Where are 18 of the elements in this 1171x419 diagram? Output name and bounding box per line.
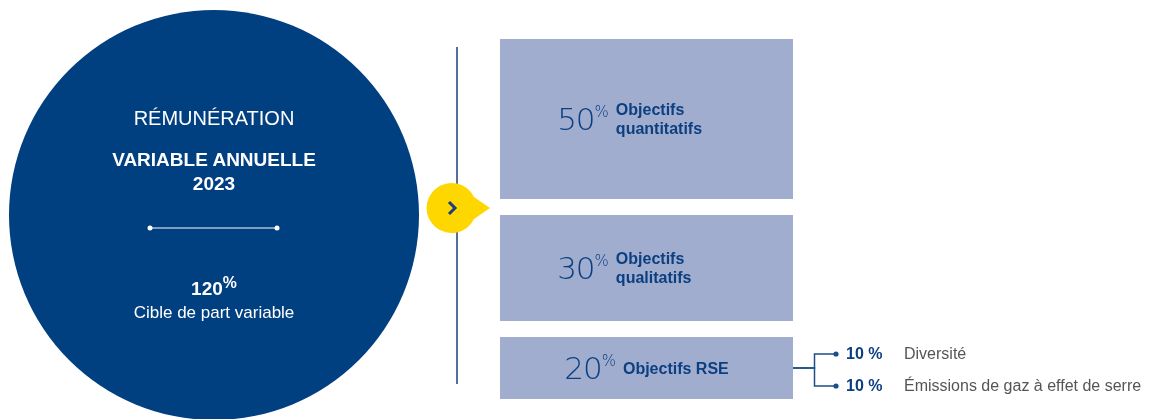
circle-text: VARIABLE ANNUELLE 2023 [111, 148, 317, 196]
connector-line [792, 367, 839, 389]
objective-label: Diversité [904, 345, 967, 363]
percentage: 10 % [846, 377, 884, 395]
objective-box [500, 39, 793, 199]
objective-label: Objectifs RSE [622, 358, 729, 378]
percentage: 10 % [846, 345, 884, 363]
objective-label: Émissions de gaz à effet de serre [904, 377, 1142, 395]
objective-label: Objectifs qualitatifs [615, 249, 693, 287]
objective-label: Objectifs quantitatifs [615, 100, 704, 138]
circle-text: Cible de part variable [133, 302, 295, 324]
circle-text: 120$^{%}$ [191, 273, 237, 302]
percentage: 50$^{%}$ [557, 101, 608, 137]
objective-box [500, 215, 793, 321]
objective-box [500, 337, 793, 399]
percentage: 30$^{%}$ [557, 250, 608, 286]
circle-text: RÉMUNÉRATION [133, 106, 295, 130]
percentage: 20$^{%}$ [564, 350, 615, 386]
